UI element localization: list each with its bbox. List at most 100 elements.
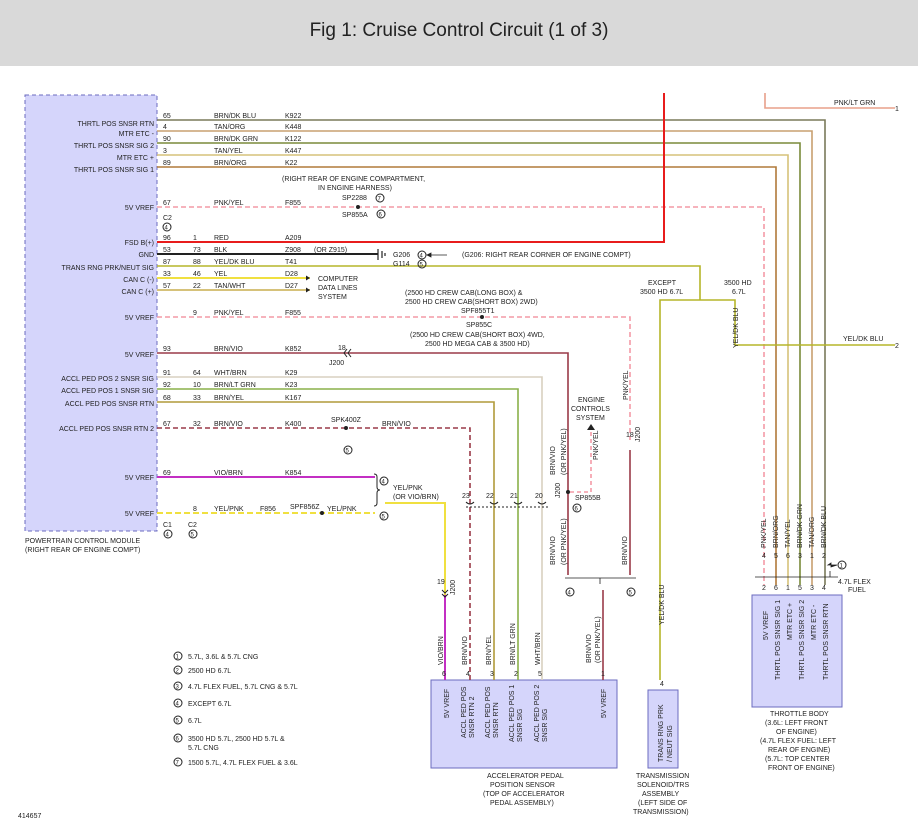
- wire-color: VIO/BRN: [214, 470, 243, 477]
- figure-id: 414657: [18, 813, 41, 820]
- svg-text:4: 4: [466, 671, 470, 678]
- pin1: 93: [163, 346, 171, 353]
- wire-color: BRN/LT GRN: [214, 382, 256, 389]
- throttle-caption: (4.7L FLEX FUEL: LEFT: [760, 738, 837, 745]
- data-lines-note: SYSTEM: [318, 294, 347, 301]
- ref-circle: [163, 529, 173, 539]
- circuit: F855: [285, 310, 301, 317]
- wire-accl-rtn: [157, 401, 495, 680]
- svg-text:TAN/YEL: TAN/YEL: [785, 519, 792, 548]
- wire-color: PNK/YEL: [214, 200, 244, 207]
- throttle-body: [751, 594, 843, 708]
- svg-text:7: 7: [176, 761, 180, 767]
- ground-icon: [377, 249, 386, 260]
- ref-2-label: 2: [895, 343, 899, 350]
- circuit: K122: [285, 136, 301, 143]
- svg-text:4: 4: [176, 702, 180, 708]
- connector-label: C2: [188, 522, 197, 529]
- svg-text:BRN/ORG: BRN/ORG: [773, 515, 780, 548]
- throttle-pin: BRN/DK BLU 2 4 THRTL POS SNSR RTN: [821, 506, 830, 680]
- wire-label: (OR VIO/BRN): [393, 494, 439, 501]
- wire-color: BRN/VIO: [214, 346, 243, 353]
- accel-caption: POSITION SENSOR: [490, 782, 555, 789]
- circuit: K23: [285, 382, 298, 389]
- wire-label: PNK/YEL: [593, 430, 600, 460]
- accel-caption: ACCELERATOR PEDAL: [487, 773, 564, 780]
- ref-num: 5: [629, 591, 633, 597]
- wire-color: BRN/ORG: [214, 160, 247, 167]
- accel-pin: BRN/LT GRN 2 ACCL PED POS 1 SNSR SIG: [509, 623, 524, 742]
- circuit: A209: [285, 235, 301, 242]
- circuit: K29: [285, 370, 298, 377]
- splice-pin: 22: [486, 493, 494, 500]
- ref-num: 5: [382, 515, 386, 521]
- wire-label: BRN/VIO: [550, 536, 557, 565]
- c2-marker: C2: [163, 215, 172, 222]
- svg-text:4: 4: [822, 585, 826, 592]
- circuit: K447: [285, 148, 301, 155]
- svg-text:6: 6: [442, 671, 446, 678]
- pin1: 53: [163, 247, 171, 254]
- throttle-caption: OF ENGINE): [776, 729, 817, 736]
- legend-item: 5 6.7L: [173, 715, 202, 725]
- svg-text:2500 HD 6.7L: 2500 HD 6.7L: [188, 668, 231, 675]
- pin2: 8: [193, 506, 197, 513]
- trans-pin: 4: [660, 681, 664, 688]
- pcm-pin-label: THRTL POS SNSR SIG 1: [74, 167, 154, 174]
- wiring-diagram: THRTL POS SNSR RTN MTR ETC - THRTL POS S…: [18, 93, 899, 820]
- bracket: [755, 571, 838, 578]
- pin1: 89: [163, 160, 171, 167]
- variant-note: 3500 HD: [724, 280, 752, 287]
- pin2: 46: [193, 271, 201, 278]
- accel-pin: WHT/BRN 5 ACCL PED POS 2 SNSR SIG: [534, 632, 549, 742]
- pin1: 67: [163, 200, 171, 207]
- cab-note: 2500 HD CREW CAB(SHORT BOX) 2WD): [405, 299, 538, 306]
- pcm-pin-label: TRANS RNG PRK/NEUT SIG: [62, 265, 154, 272]
- svg-text:3: 3: [798, 553, 802, 560]
- connector-icon: [373, 473, 381, 507]
- ground-label: G114: [393, 261, 410, 268]
- circuit: D28: [285, 271, 298, 278]
- title-bar: Fig 1: Cruise Control Circuit (1 of 3): [0, 0, 918, 66]
- variant-note: EXCEPT: [648, 280, 677, 287]
- svg-text:ACCL PED POS: ACCL PED POS: [461, 686, 468, 738]
- circuit: K22: [285, 160, 298, 167]
- wire-thrtl-pos-snsr-rtn: [157, 119, 826, 585]
- wire-color: WHT/BRN: [214, 370, 247, 377]
- ref-num: 4: [382, 480, 386, 486]
- ref-circle: [837, 560, 847, 570]
- pin1: 4: [163, 124, 167, 131]
- pin1: 68: [163, 395, 171, 402]
- pin2: 32: [193, 421, 201, 428]
- svg-text:BRN/DK GRN: BRN/DK GRN: [797, 504, 804, 548]
- trans-caption: TRANSMISSION: [636, 773, 689, 780]
- arrow-icon: [426, 252, 447, 258]
- data-lines-note: COMPUTER: [318, 276, 358, 283]
- accel-pin: 1 5V VREF: [601, 671, 608, 718]
- engine-controls: ENGINE: [578, 397, 605, 404]
- splice-dot: [566, 490, 570, 494]
- circuit: F855: [285, 200, 301, 207]
- pin2: 73: [193, 247, 201, 254]
- pcm-pin-label: CAN C (-): [123, 277, 154, 284]
- svg-text:1: 1: [176, 655, 180, 661]
- splice-dot: [480, 315, 484, 319]
- wire-label: YEL/DK BLU: [733, 308, 740, 348]
- pin2: 88: [193, 259, 201, 266]
- pin1: 69: [163, 470, 171, 477]
- variant-note: 3500 HD 6.7L: [640, 289, 683, 296]
- svg-text:5V VREF: 5V VREF: [763, 611, 770, 640]
- splice-pin: 20: [535, 493, 543, 500]
- or-z915: (OR Z915): [314, 247, 347, 254]
- circuit: Z908: [285, 247, 301, 254]
- splice-label: SPF856Z: [290, 504, 320, 511]
- wire-label: (OR PNK/YEL): [561, 518, 568, 565]
- pin1: 87: [163, 259, 171, 266]
- svg-text:THRTL POS SNSR RTN: THRTL POS SNSR RTN: [823, 604, 830, 681]
- svg-text:4.7L FLEX FUEL, 5.7L CNG & 5.7: 4.7L FLEX FUEL, 5.7L CNG & 5.7L: [188, 684, 298, 691]
- svg-text:5.7L CNG: 5.7L CNG: [188, 745, 219, 752]
- trans-sensor: [647, 689, 679, 769]
- svg-text:5V VREF: 5V VREF: [601, 689, 608, 718]
- ref-num: 5: [346, 449, 350, 455]
- wire-label: J200: [635, 427, 642, 442]
